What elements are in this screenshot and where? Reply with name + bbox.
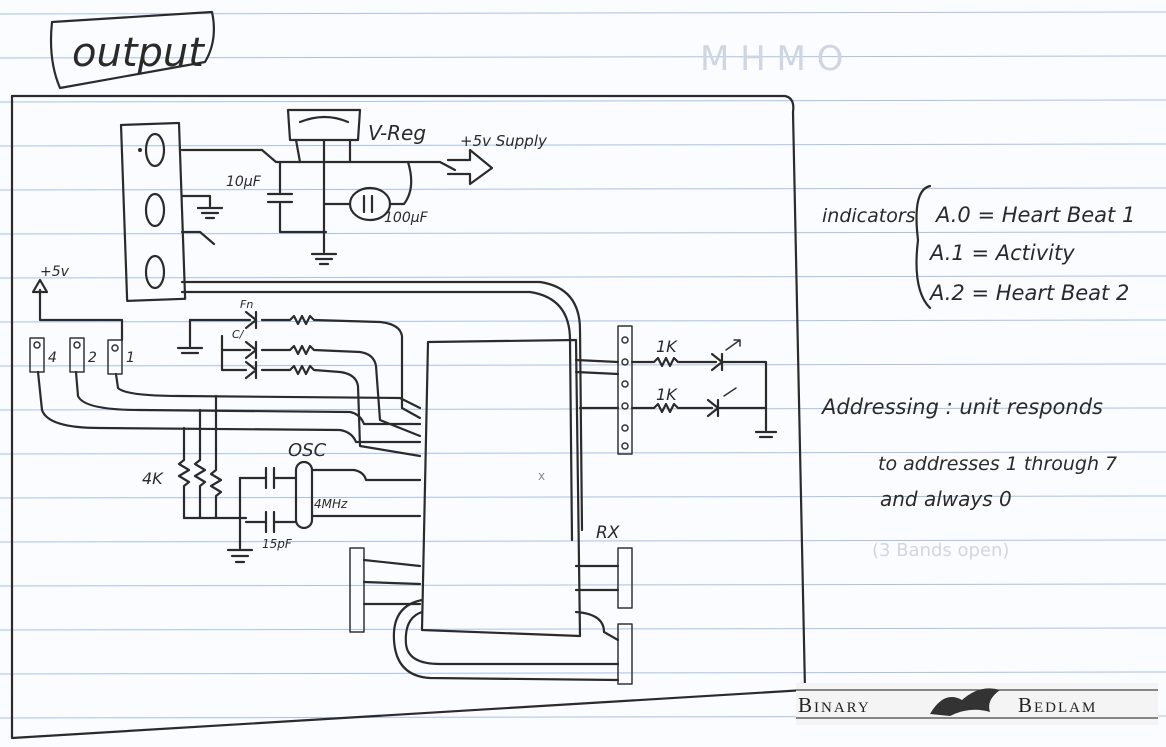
- microcontroller-chip: [420, 338, 582, 638]
- indicators-brace: [915, 184, 932, 310]
- addressing-line-1: Addressing : unit responds: [820, 395, 1103, 419]
- led-resistor-1k-top: 1K: [656, 337, 678, 356]
- addressing-line-3: and always 0: [880, 487, 1012, 511]
- indicator-a1: A.1 = Activity: [928, 241, 1075, 265]
- title-box: [49, 10, 215, 90]
- rx-header: [617, 547, 633, 609]
- power-jack: [119, 121, 187, 302]
- board-outline: [10, 94, 807, 740]
- addressing-faint-note: (3 Bands open): [872, 540, 1009, 561]
- rx-label: RX: [596, 523, 620, 543]
- vreg-label: V-Reg: [368, 121, 426, 145]
- supply-arrow: [446, 148, 494, 186]
- chip-mark: x: [538, 469, 545, 483]
- pullup-resistors: [177, 394, 248, 520]
- small-label-c: C/: [232, 328, 245, 341]
- binary-bedlam-logo: Binary Bedlam: [796, 683, 1158, 725]
- dip-label-1: 1: [126, 350, 135, 366]
- indicator-a2: A.2 = Heart Beat 2: [928, 281, 1129, 305]
- osc-freq-label: 4MHz: [314, 497, 348, 511]
- resistor-4k-label: 4K: [142, 469, 164, 488]
- left-leds: [176, 310, 422, 458]
- indicators-heading: indicators: [822, 205, 916, 227]
- right-header: [617, 325, 633, 455]
- ground-symbol: [180, 194, 224, 220]
- indicator-a0: A.0 = Heart Beat 1: [934, 203, 1135, 227]
- osc-label: OSC: [288, 440, 327, 461]
- small-label-fn: Fn: [240, 298, 253, 311]
- ghost-text: M H M O: [700, 39, 843, 79]
- voltage-regulator: [286, 108, 362, 164]
- oscillator: [226, 460, 422, 564]
- led-resistor-1k-bottom: 1K: [656, 385, 678, 404]
- left-small-header: [349, 547, 365, 633]
- bottom-header: [617, 623, 633, 685]
- cap-10uf-label: 10µF: [226, 174, 262, 190]
- right-leds: [630, 339, 778, 439]
- dragon-icon: [930, 688, 1000, 716]
- dip-label-2: 2: [88, 350, 97, 366]
- title-text: output: [72, 30, 205, 76]
- ruled-lines: [0, 11, 1166, 719]
- logo-right-text: Bedlam: [1018, 693, 1097, 717]
- dip-label-4: 4: [48, 350, 57, 366]
- dip-switches: [29, 337, 123, 375]
- osc-cap-label: 15pF: [262, 537, 293, 551]
- addressing-line-2: to addresses 1 through 7: [878, 453, 1117, 475]
- supply-label: +5v Supply: [460, 132, 548, 150]
- plus5-label: +5v: [40, 264, 70, 280]
- plus5-arrow: [31, 278, 49, 312]
- cap-100uf-label: 100µF: [384, 210, 429, 226]
- logo-left-text: Binary: [798, 693, 871, 717]
